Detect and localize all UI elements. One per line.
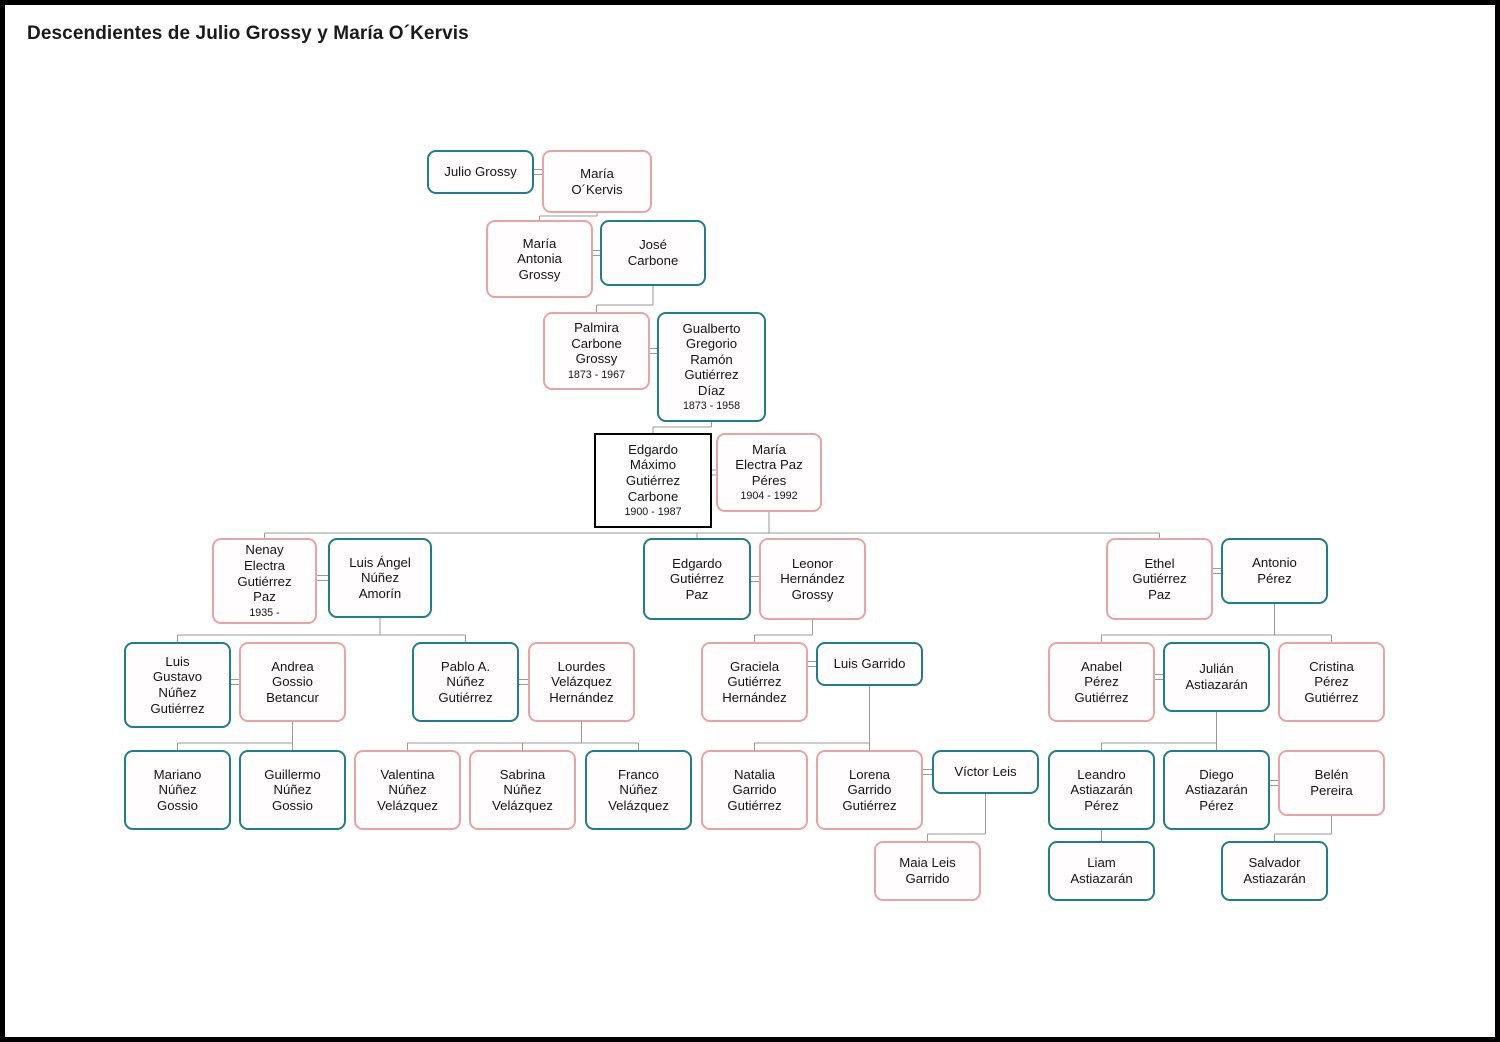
person-name: Julio Grossy	[444, 164, 517, 180]
person-node[interactable]: Luis Garrido	[816, 642, 923, 686]
person-node[interactable]: Víctor Leis	[932, 750, 1039, 794]
person-dates: 1900 - 1987	[624, 506, 682, 519]
person-dates: 1873 - 1958	[682, 400, 741, 413]
person-name: Víctor Leis	[954, 764, 1017, 780]
person-node[interactable]: Julio Grossy	[427, 150, 534, 194]
page-title: Descendientes de Julio Grossy y María O´…	[27, 23, 469, 44]
person-dates: 1935 -	[249, 606, 280, 619]
person-dates: 1904 - 1992	[740, 490, 798, 503]
person-name: Luis Garrido	[833, 656, 906, 672]
person-dates: 1873 - 1967	[567, 368, 626, 381]
